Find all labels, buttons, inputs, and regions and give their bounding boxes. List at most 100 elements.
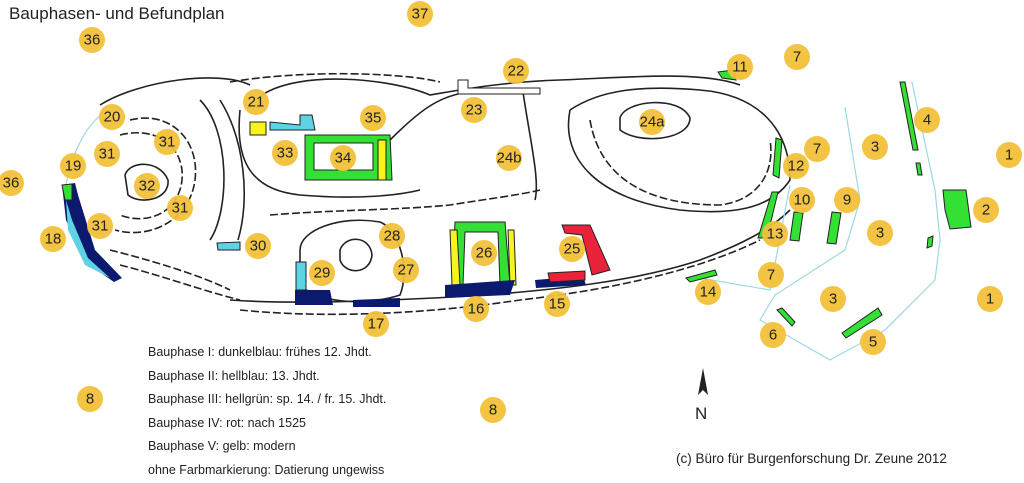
marker-24a: 24a bbox=[639, 109, 665, 135]
marker-16: 16 bbox=[463, 296, 489, 322]
marker-circle bbox=[79, 27, 105, 53]
marker-circle bbox=[463, 296, 489, 322]
marker-circle bbox=[784, 44, 810, 70]
marker-circle bbox=[40, 226, 66, 252]
marker-7: 7 bbox=[758, 262, 784, 288]
marker-label: 36 bbox=[3, 175, 20, 192]
marker-label: 14 bbox=[700, 284, 717, 301]
marker-17: 17 bbox=[363, 311, 389, 337]
marker-4: 4 bbox=[914, 107, 940, 133]
wall-14 bbox=[685, 269, 718, 283]
wall-10 bbox=[789, 211, 804, 242]
marker-label: 16 bbox=[468, 301, 485, 318]
marker-label: 36 bbox=[84, 32, 101, 49]
marker-circle bbox=[804, 136, 830, 162]
marker-circle bbox=[330, 145, 356, 171]
legend-phase-3: Bauphase III: hellgrün: sp. 14. / fr. 15… bbox=[148, 392, 387, 407]
marker-10: 10 bbox=[789, 187, 815, 213]
marker-label: 27 bbox=[398, 262, 415, 279]
marker-circle bbox=[99, 104, 125, 130]
marker-label: 33 bbox=[277, 145, 294, 162]
marker-30: 30 bbox=[245, 233, 271, 259]
marker-label: 18 bbox=[45, 231, 62, 248]
marker-circle bbox=[360, 105, 386, 131]
marker-label: 5 bbox=[869, 334, 877, 351]
marker-33: 33 bbox=[272, 140, 298, 166]
marker-2: 2 bbox=[973, 197, 999, 223]
marker-7: 7 bbox=[804, 136, 830, 162]
building-34-phase-5 bbox=[377, 139, 387, 181]
marker-circle bbox=[760, 322, 786, 348]
marker-circle bbox=[914, 107, 940, 133]
wall-phase-2-west bbox=[66, 200, 110, 278]
building-phase-2 bbox=[269, 114, 316, 131]
marker-circle bbox=[695, 279, 721, 305]
marker-13: 13 bbox=[762, 221, 788, 247]
marker-label: 17 bbox=[368, 316, 385, 333]
marker-circle bbox=[245, 233, 271, 259]
wall-2-fragment bbox=[926, 235, 934, 249]
marker-label: 7 bbox=[813, 141, 821, 158]
marker-15: 15 bbox=[544, 291, 570, 317]
marker-circle bbox=[860, 329, 886, 355]
marker-circle bbox=[789, 187, 815, 213]
marker-3: 3 bbox=[862, 134, 888, 160]
marker-circle bbox=[544, 291, 570, 317]
marker-label: 9 bbox=[843, 192, 851, 209]
contour-lines bbox=[99, 72, 791, 316]
marker-19: 19 bbox=[60, 153, 86, 179]
marker-24b: 24b bbox=[496, 145, 522, 171]
marker-label: 24b bbox=[496, 150, 521, 167]
marker-circle bbox=[762, 221, 788, 247]
marker-37: 37 bbox=[407, 1, 433, 27]
marker-6: 6 bbox=[760, 322, 786, 348]
marker-circle bbox=[867, 220, 893, 246]
marker-label: 22 bbox=[508, 63, 525, 80]
marker-label: 35 bbox=[365, 110, 382, 127]
marker-label: 28 bbox=[384, 228, 401, 245]
wall-4 bbox=[899, 81, 923, 176]
marker-31: 31 bbox=[87, 213, 113, 239]
marker-circle bbox=[834, 187, 860, 213]
marker-circle bbox=[379, 223, 405, 249]
marker-label: 29 bbox=[314, 265, 331, 282]
marker-1: 1 bbox=[977, 286, 1003, 312]
legend-phase-1: Bauphase I: dunkelblau: frühes 12. Jhdt. bbox=[148, 345, 372, 359]
legend-phase-4: Bauphase IV: rot: nach 1525 bbox=[148, 415, 306, 430]
marker-14: 14 bbox=[695, 279, 721, 305]
outer-wall-lines bbox=[64, 81, 941, 361]
marker-label: 8 bbox=[86, 391, 94, 408]
marker-circle bbox=[0, 170, 24, 196]
marker-label: 4 bbox=[923, 112, 931, 129]
wall-29-phase-2 bbox=[295, 261, 307, 291]
marker-3: 3 bbox=[867, 220, 893, 246]
copyright: (c) Büro für Burgenforschung Dr. Zeune 2… bbox=[676, 451, 947, 466]
marker-label: 31 bbox=[99, 146, 116, 163]
marker-circle bbox=[167, 195, 193, 221]
marker-11: 11 bbox=[727, 54, 753, 80]
marker-label: 3 bbox=[876, 225, 884, 242]
marker-35: 35 bbox=[360, 105, 386, 131]
structure-22 bbox=[457, 79, 541, 95]
marker-circle bbox=[461, 97, 487, 123]
marker-circle bbox=[243, 89, 269, 115]
legend: Bauphase I: dunkelblau: frühes 12. Jhdt.… bbox=[148, 341, 386, 483]
marker-5: 5 bbox=[860, 329, 886, 355]
marker-label: 15 bbox=[549, 296, 566, 313]
marker-circle bbox=[272, 140, 298, 166]
legend-undated: ohne Farbmarkierung: Datierung ungewiss bbox=[148, 462, 385, 477]
marker-circle bbox=[393, 257, 419, 283]
marker-label: 31 bbox=[92, 218, 109, 235]
marker-28: 28 bbox=[379, 223, 405, 249]
marker-36: 36 bbox=[0, 170, 24, 196]
wall-9 bbox=[826, 211, 842, 245]
marker-36: 36 bbox=[79, 27, 105, 53]
legend-phase-2: Bauphase II: hellblau: 13. Jhdt. bbox=[148, 368, 320, 383]
marker-label: 3 bbox=[871, 139, 879, 156]
marker-circle bbox=[758, 262, 784, 288]
marker-label: 7 bbox=[793, 49, 801, 66]
marker-label: 8 bbox=[489, 402, 497, 419]
marker-circle bbox=[977, 286, 1003, 312]
building-25-phase-4 bbox=[547, 224, 611, 283]
